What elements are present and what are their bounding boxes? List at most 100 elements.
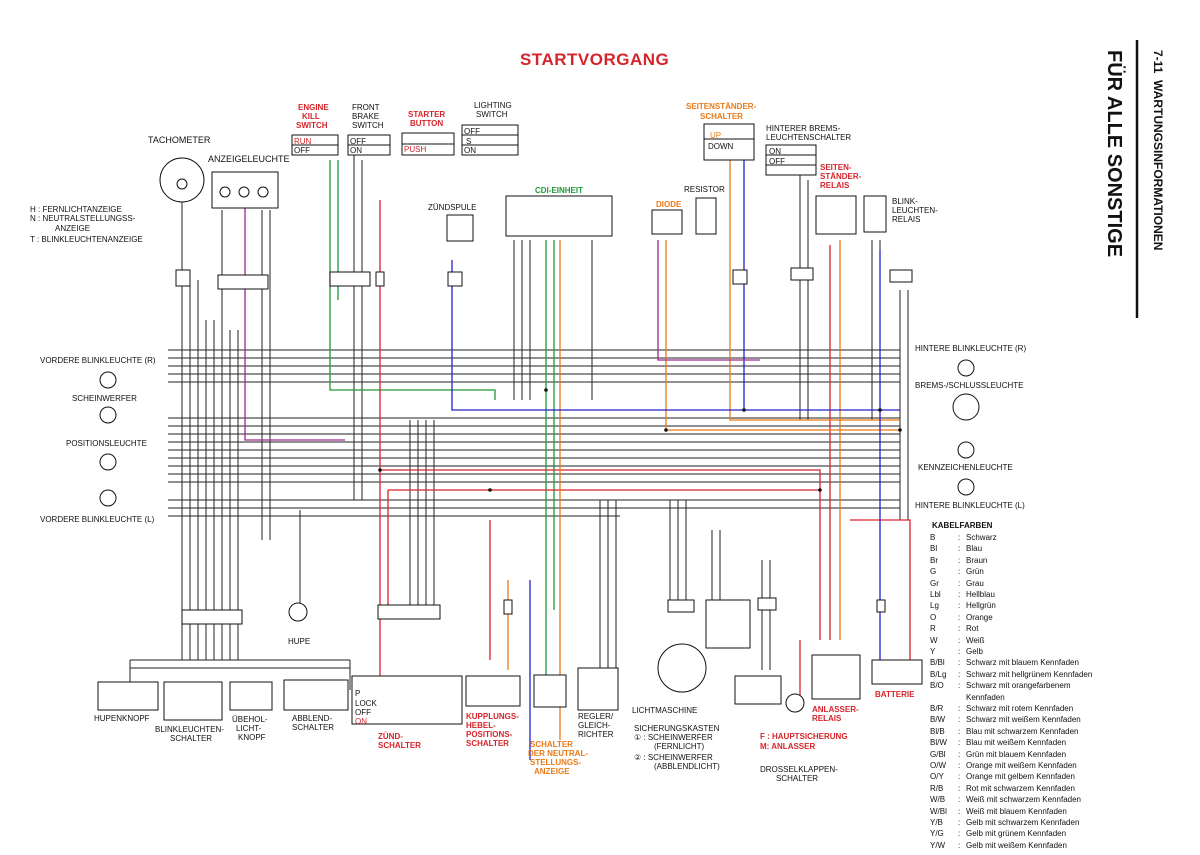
- chapter-title: FÜR ALLE SONSTIGE: [1103, 50, 1125, 258]
- legend-row: Bl/B:Blau mit schwarzem Kennfaden: [930, 727, 1079, 736]
- legend-row: G:Grün: [930, 567, 984, 576]
- brake-off-label: OFF: [350, 137, 366, 146]
- legend-color-name: Schwarz mit hellgrünem Kennfaden: [966, 669, 1093, 679]
- legend-row: W:Weiß: [930, 636, 985, 645]
- legend-code: Y: [930, 647, 936, 656]
- legend-colon: :: [958, 840, 961, 850]
- run-label: RUN: [294, 137, 312, 146]
- clutch-switch-label-4: SCHALTER: [466, 739, 509, 748]
- side-relay-label-2: STÄNDER-: [820, 172, 862, 181]
- legend-row: Y/G:Gelb mit grünem Kennfaden: [930, 829, 1066, 838]
- legend-code: B/R: [930, 704, 944, 713]
- horn-button-label: HUPENKNOPF: [94, 714, 150, 723]
- fusebox-label-1: SICHERUNGSKASTEN: [634, 724, 720, 733]
- side-down-label: DOWN: [708, 142, 734, 151]
- regulator-label-1: REGLER/: [578, 712, 614, 721]
- legend-code: Y/G: [930, 829, 944, 839]
- legend-color-name: Orange mit weißem Kennfaden: [966, 761, 1077, 770]
- legend-colon: :: [958, 555, 961, 565]
- engine-kill-label-3: SWITCH: [296, 121, 328, 130]
- legend-colon: :: [958, 624, 961, 634]
- legend-code: Lg: [930, 601, 939, 611]
- legend-colon: :: [958, 635, 961, 645]
- kill-off-label: OFF: [294, 146, 310, 155]
- legend-color-name: Kennfaden: [966, 692, 1005, 702]
- passing-label-3: KNOPF: [238, 733, 266, 742]
- page-title: STARTVORGANG: [520, 50, 670, 69]
- ign-p-label: P: [355, 689, 361, 698]
- rear-brake-off-label: OFF: [769, 157, 785, 166]
- legend-row: B/O:Schwarz mit orangefarbenem: [930, 681, 1071, 690]
- clutch-switch-label-1: KUPPLUNGS-: [466, 712, 519, 721]
- legend-color-name: Blau mit schwarzem Kennfaden: [966, 726, 1079, 736]
- rear-brake-label-1: HINTERER BREMS-: [766, 124, 841, 133]
- legend-row: Gr:Grau: [930, 579, 984, 588]
- section-code: 7-11: [1151, 50, 1165, 74]
- regulator-label-3: RICHTER: [578, 730, 614, 739]
- legend-code: O/W: [930, 761, 946, 770]
- legend-t: T : BLINKLEUCHTENANZEIGE: [30, 235, 143, 244]
- starter-motor-label: M: ANLASSER: [760, 742, 816, 751]
- legend-colon: :: [958, 612, 961, 622]
- legend-row: O: Orange: [930, 613, 993, 622]
- neutral-switch-label-1: SCHALTER: [530, 740, 573, 749]
- side-relay-label-1: SEITEN-: [820, 163, 852, 172]
- legend-n-1: N : NEUTRALSTELLUNGSS-: [30, 214, 136, 223]
- legend-code: B/O: [930, 681, 944, 691]
- legend-color-name: Weiß mit blauem Kennfaden: [966, 806, 1067, 816]
- legend-code: O: [930, 612, 937, 622]
- fusebox-label-3: (FERNLICHT): [654, 742, 705, 751]
- legend-colon: :: [958, 738, 961, 748]
- legend-color-name: Grün: [966, 567, 984, 577]
- legend-colon: :: [958, 578, 961, 588]
- side-relay-label-3: RELAIS: [820, 181, 850, 190]
- dimmer-label-2: SCHALTER: [292, 723, 335, 732]
- legend-colon: :: [958, 761, 961, 770]
- legend-code: B/Bl: [930, 658, 945, 668]
- legend-colon: :: [958, 590, 961, 599]
- legend-row: W/Bl: Weiß mit blauem Kennfaden: [930, 807, 1067, 816]
- legend-row: R:Rot: [930, 624, 978, 633]
- legend-code: Bl/W: [930, 738, 947, 748]
- legend-colon: :: [958, 533, 961, 542]
- legend-code: W/Bl: [930, 806, 947, 816]
- legend-color-name: Schwarz mit blauem Kennfaden: [966, 658, 1079, 668]
- side-stand-label-2: SCHALTER: [700, 112, 743, 121]
- legend-row: Bl/W:Blau mit weißem Kennfaden: [930, 738, 1066, 747]
- lighting-switch-label-2: SWITCH: [476, 110, 508, 119]
- throttle-switch-label-2: SCHALTER: [776, 774, 819, 783]
- rear-turn-l-label: HINTERE BLINKLEUCHTE (L): [915, 501, 1025, 510]
- light-s-label: S: [466, 137, 472, 146]
- ignition-switch-label-1: ZÜND-: [378, 732, 403, 741]
- section-title: WARTUNGSINFORMATIONEN: [1151, 80, 1165, 251]
- dimmer-label-1: ABBLEND-: [292, 714, 333, 723]
- legend-color-name: Weiß mit schwarzem Kennfaden: [966, 795, 1082, 805]
- starter-relay-label-1: ANLASSER-: [812, 705, 859, 714]
- legend-color-name: Gelb mit grünem Kennfaden: [966, 829, 1067, 839]
- passing-label-1: ÜBEHOL-: [232, 715, 268, 724]
- front-turn-l-label: VORDERE BLINKLEUCHTE (L): [40, 515, 155, 524]
- legend-code: G/Bl: [930, 749, 946, 759]
- legend-colon: :: [958, 601, 961, 611]
- side-up-label: UP: [710, 131, 722, 140]
- neutral-switch-label-2: DER NEUTRAL-: [528, 749, 588, 758]
- legend-color-name: Schwarz mit rotem Kennfaden: [966, 704, 1074, 713]
- legend-colon: :: [958, 715, 961, 725]
- legend-color-name: Orange: [966, 612, 993, 622]
- indicator-lamp-label: ANZEIGELEUCHTE: [208, 154, 290, 164]
- legend-colon: :: [958, 658, 961, 668]
- fusebox-label-5: (ABBLENDLICHT): [654, 762, 720, 771]
- light-off-label: OFF: [464, 127, 480, 136]
- starter-push-label: PUSH: [404, 145, 427, 154]
- legend-row: W/B:Weiß mit schwarzem Kennfaden: [930, 795, 1081, 804]
- legend-row: B:Schwarz: [930, 533, 997, 542]
- legend-row: B/W:Schwarz mit weißem Kennfaden: [930, 715, 1081, 724]
- legend-color-name: Schwarz: [966, 533, 997, 542]
- legend-row: Y/B:Gelb mit schwarzem Kennfaden: [930, 818, 1079, 827]
- main-fuse-label: F : HAUPTSICHERUNG: [760, 732, 848, 741]
- legend-colon: :: [958, 806, 961, 816]
- turn-switch-label-1: BLINKLEUCHTEN-: [155, 725, 224, 734]
- legend-colon: :: [958, 704, 961, 713]
- legend-row: Y/W:Gelb mit weißem Kennfaden: [930, 841, 1067, 850]
